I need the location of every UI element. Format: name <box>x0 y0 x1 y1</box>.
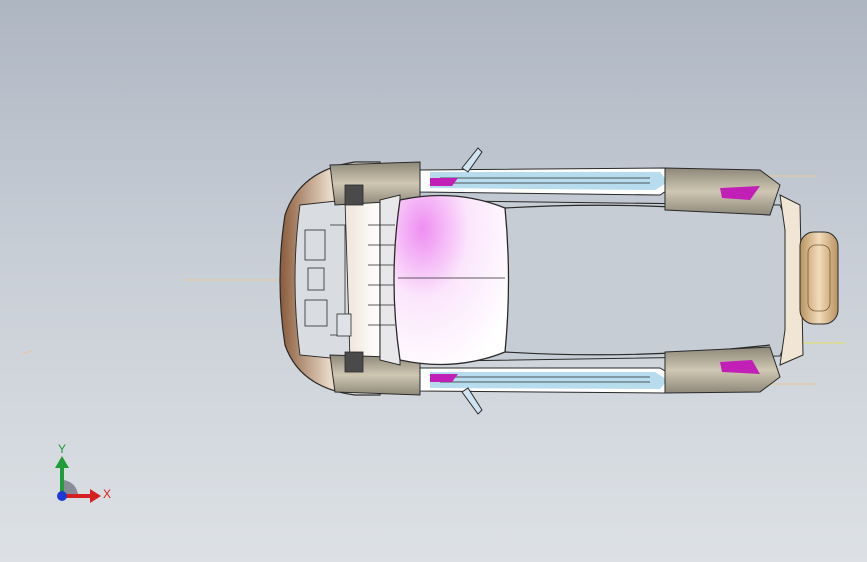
coordinate-triad <box>55 456 101 503</box>
side-frame-lower <box>419 367 681 394</box>
y-axis-label: Y <box>58 442 67 456</box>
side-frame-upper <box>419 167 681 196</box>
x-axis-label: X <box>103 487 112 501</box>
side-mirror-lower <box>461 387 483 415</box>
side-mirror-upper <box>461 147 483 173</box>
spare-tire <box>799 231 839 325</box>
rear-panel <box>779 194 804 366</box>
roof-panel <box>393 194 510 366</box>
